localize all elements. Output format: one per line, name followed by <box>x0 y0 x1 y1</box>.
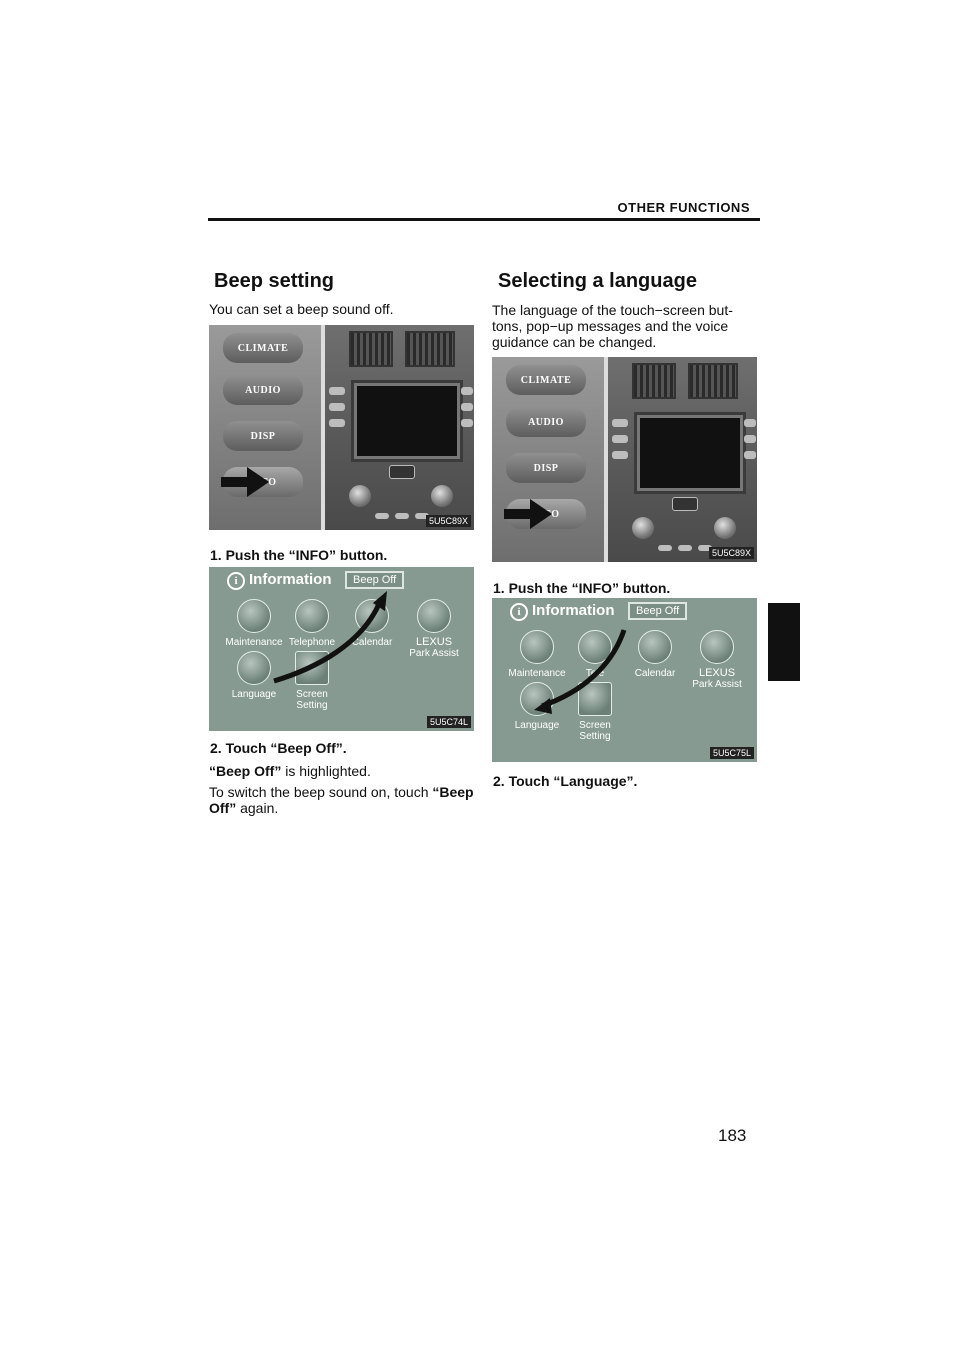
beep-off-button: Beep Off <box>345 571 405 589</box>
information-screen-figure: i Information Beep Off Maintenance Telep… <box>209 567 474 731</box>
display-screen <box>354 383 460 459</box>
pointer-arrow-icon <box>221 467 269 497</box>
audio-button: AUDIO <box>223 375 303 405</box>
figure-code: 5U5C89X <box>708 547 754 559</box>
page-number: 183 <box>718 1126 747 1145</box>
screen-setting-icon <box>578 682 612 716</box>
beep-note-2: To switch the beep sound on, touch “Beep… <box>209 784 474 816</box>
telephone-item: Telephone <box>267 599 357 648</box>
language-step-2: 2. Touch “Language”. <box>493 773 638 789</box>
climate-button: CLIMATE <box>223 333 303 363</box>
beep-note-1: “Beep Off” is highlighted. <box>209 763 371 779</box>
audio-button: AUDIO <box>506 407 586 437</box>
curved-arrow-icon <box>273 591 387 684</box>
beep-step-1: 1. Push the “INFO” button. <box>210 547 388 563</box>
telephone-icon <box>295 599 329 633</box>
figure-code: 5U5C89X <box>425 515 471 527</box>
figure-code: 5U5C75L <box>709 747 754 759</box>
telephone-item: Tele <box>550 630 640 679</box>
control-panel-closeup: CLIMATE AUDIO DISP INFO <box>209 325 325 530</box>
language-step-1: 1. Push the “INFO” button. <box>493 580 671 596</box>
climate-button: CLIMATE <box>506 365 586 395</box>
wrench-icon <box>520 630 554 664</box>
maintenance-item: Maintenance <box>492 630 582 679</box>
disp-button: DISP <box>223 421 303 451</box>
park-assist-item: LEXUS Park Assist <box>389 599 474 659</box>
dashboard-figure: CLIMATE AUDIO DISP INFO 5U5C89X <box>209 325 474 530</box>
display-screen <box>637 415 743 491</box>
dashboard-figure: CLIMATE AUDIO DISP INFO 5U5C89X <box>492 357 757 562</box>
language-intro: The language of the touch−screen but- to… <box>492 302 733 350</box>
pointer-arrow-icon <box>504 499 552 529</box>
selecting-language-heading: Selecting a language <box>498 270 697 292</box>
park-assist-icon <box>417 599 451 633</box>
screen-title: Information <box>249 571 332 588</box>
language-item: Language <box>209 651 299 700</box>
screen-title: Information <box>532 602 615 619</box>
section-tab-marker <box>768 603 800 681</box>
info-icon: i <box>510 603 528 621</box>
beep-intro: You can set a beep sound off. <box>209 301 394 317</box>
language-icon <box>237 651 271 685</box>
header-rule <box>208 218 760 221</box>
disp-button: DISP <box>506 453 586 483</box>
information-screen-figure: i Information Beep Off Maintenance Tele … <box>492 598 757 762</box>
telephone-icon <box>578 630 612 664</box>
figure-code: 5U5C74L <box>426 716 471 728</box>
info-icon: i <box>227 572 245 590</box>
control-panel-closeup: CLIMATE AUDIO DISP INFO <box>492 357 608 562</box>
park-assist-item: LEXUS Park Assist <box>672 630 757 690</box>
curved-arrow-icon <box>534 629 627 714</box>
maintenance-item: Maintenance <box>209 599 299 648</box>
wrench-icon <box>237 599 271 633</box>
screen-setting-item: Screen Setting <box>550 682 640 742</box>
beep-step-2: 2. Touch “Beep Off”. <box>210 740 347 756</box>
park-assist-icon <box>700 630 734 664</box>
beep-off-button: Beep Off <box>628 602 688 620</box>
calendar-item: Calendar <box>610 630 700 679</box>
calendar-icon <box>638 630 672 664</box>
beep-setting-heading: Beep setting <box>214 270 335 292</box>
running-header: OTHER FUNCTIONS <box>617 200 750 215</box>
